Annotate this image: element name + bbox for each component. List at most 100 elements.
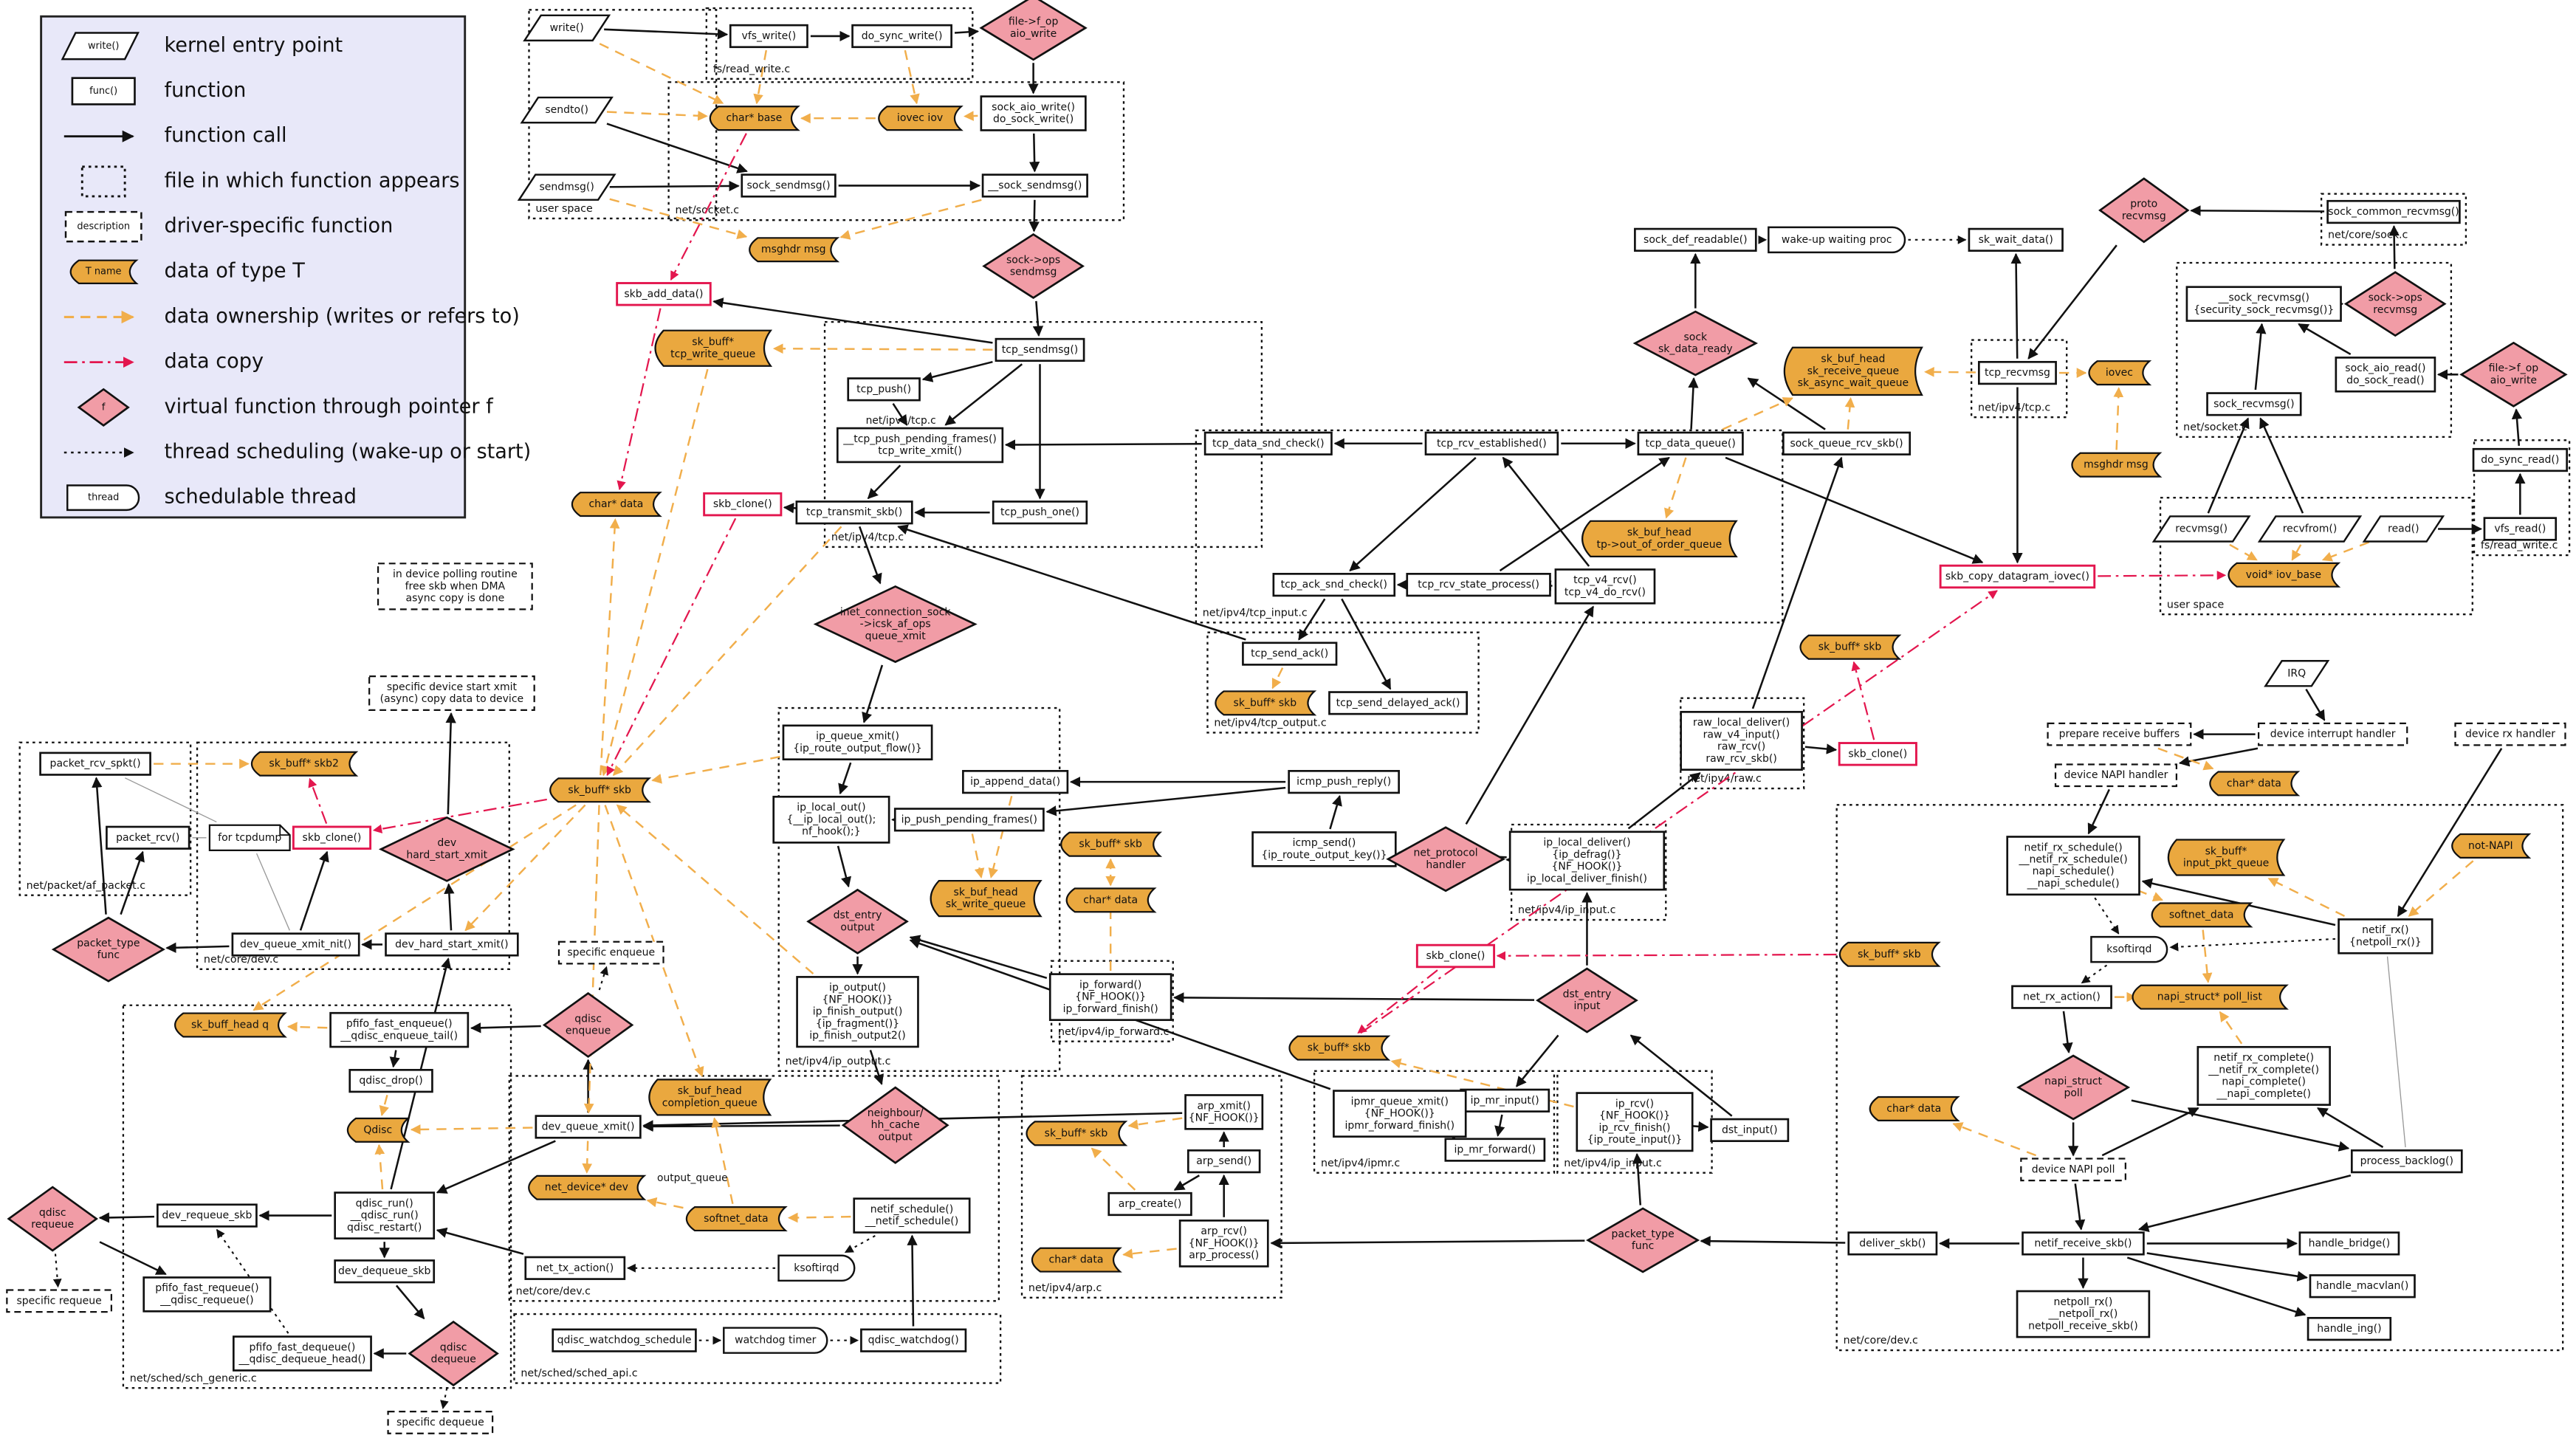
f-ip_append_data-label: ip_append_data() (970, 776, 1060, 788)
f-packet_rcv_spkt-label: packet_rcv_spkt() (50, 758, 141, 770)
edge-f-net_rx_action-d-napi_poll (2062, 1011, 2073, 1054)
edge-f-tcp_ack_snd_check-f-tcp_send_ack (1298, 598, 1326, 641)
f-tcp_send_ack-label: tcp_send_ack() (1251, 648, 1328, 660)
f-tcp_ack_snd_check: tcp_ack_snd_check() (1272, 573, 1396, 597)
edge-d-dev_hard_start-n-start_xmit (445, 712, 456, 815)
f-skb_copy_datagram_iovec: skb_copy_datagram_iovec() (1939, 564, 2096, 589)
f-sock_queue_rcv_skb-label: sock_queue_rcv_skb() (1790, 438, 1903, 450)
f-tcp_send_delayed_ack-label: tcp_send_delayed_ack() (1336, 697, 1460, 709)
edge-t-skb_big-t-completion_queue (604, 805, 704, 1078)
f-tcp_push_one-label: tcp_push_one() (1000, 506, 1079, 518)
b-sch_generic: net/sched/sch_generic.c (122, 1004, 512, 1389)
f-skb_clone_a: skb_clone() (703, 492, 783, 517)
edge-f-dev_queue_xmit_nit-f-skb_clone_b (299, 850, 329, 931)
f-arp_send-label: arp_send() (1196, 1155, 1251, 1167)
f-dev_hard_start_xmit: dev_hard_start_xmit() (385, 932, 519, 957)
edge-dr-napi_poll-t-char_data_br (1952, 1122, 2037, 1157)
b-user_space_rx: user space (2159, 497, 2473, 616)
b-net_socket_rx: net/socket.c (2176, 261, 2453, 439)
f-tcp_data_snd_check-label: tcp_data_snd_check() (1212, 438, 1325, 450)
edge-t-not_napi-f-netif_rx (2408, 860, 2474, 917)
b-ip_input_bottom-label: net/ipv4/ip_input.c (1564, 1158, 1662, 1169)
b-dev_right-label: net/core/dev.c (1844, 1335, 1918, 1347)
t-char_data_right: char* data (2209, 771, 2301, 797)
edge-d-sock_ops_sendmsg-f-tcp_sendmsg (1032, 300, 1044, 337)
f-tcp_push-label: tcp_push() (856, 383, 911, 395)
f-dev_queue_xmit_nit-label: dev_queue_xmit_nit() (240, 938, 351, 950)
edge-f-ip_local_out-d-dst_output (837, 845, 851, 888)
legend-label: kernel entry point (165, 34, 343, 57)
edge-f-ip_queue_xmit-f-ip_local_out (838, 762, 852, 795)
f-skb_clone_c-label: skb_clone() (1426, 950, 1486, 962)
n-start_xmit-label: specific device start xmit(async) copy d… (380, 681, 523, 705)
edge-t-char_base-f-skb_add_data (670, 133, 747, 281)
edge-f-dev_queue_xmit_nit-d-packet_type_left (165, 942, 230, 953)
f-skb_clone_d-label: skb_clone() (1848, 748, 1907, 760)
edge-d-neighbour-f-dev_queue_xmit (642, 1121, 840, 1132)
legend-label: function (165, 79, 247, 102)
f-ipmr_queue_xmit-label: ipmr_queue_xmit(){NF_HOOK()}ipmr_forward… (1345, 1096, 1455, 1131)
edge-f-icmp_push_reply-f-ip_push_pending_frames (1045, 786, 1286, 816)
f-pfifo_fast_dequeue-label: pfifo_fast_dequeue()__qdisc_dequeue_head… (238, 1341, 365, 1365)
edge-d-napi_poll-f-process_backlog (2131, 1099, 2350, 1152)
edge-f-netif_receive_skb-f-handle_ing (2126, 1256, 2307, 1317)
edge-f-qdisc_run-t-qdisc (374, 1143, 385, 1190)
f-__sock_sendmsg: __sock_sendmsg() (981, 173, 1088, 198)
edge-f-tcp_push_pending-f-tcp_transmit_skb (867, 464, 901, 500)
legend-item-thread: thread (66, 484, 140, 512)
f-sock_recvmsg: sock_recvmsg() (2206, 392, 2302, 416)
t-char_data_a-label: char* data (588, 498, 643, 510)
edge-t-skb_big-f-dev_hard_start_xmit (464, 804, 586, 932)
b-sched_api-label: net/sched/sched_api.c (521, 1368, 637, 1380)
f-__sock_recvmsg: __sock_recvmsg(){security_sock_recvmsg()… (2185, 286, 2342, 322)
f-sock_queue_rcv_skb: sock_queue_rcv_skb() (1782, 431, 1912, 455)
b-arp-label: net/ipv4/arp.c (1028, 1282, 1102, 1294)
f-arp_rcv-label: arp_rcv(){NF_HOOK()}arp_process() (1189, 1225, 1260, 1261)
f-netif_schedule-label: netif_schedule()__netif_schedule() (865, 1203, 958, 1227)
edge-t-skb_big-t-char_data_a (600, 517, 620, 776)
f-__sock_recvmsg-label: __sock_recvmsg(){security_sock_recvmsg()… (2194, 292, 2334, 316)
dr-dev_int-label: device interrupt handler (2270, 729, 2396, 740)
edge-f-netif_schedule-th-ksoftirqd_b (844, 1235, 876, 1253)
edge-f-dev_queue_xmit-f-qdisc_run (436, 1140, 556, 1194)
legend-icon-label: T name (85, 266, 122, 278)
b-tcp_c_rx-label: net/ipv4/tcp.c (1978, 402, 2050, 413)
f-ip_local_deliver: ip_local_deliver(){ip_defrag()}{NF_HOOK(… (1508, 830, 1666, 891)
edge-dr-dev_rx-f-netif_rx (2397, 748, 2503, 918)
b-fs_read_write_tx-label: fs/read_write.c (713, 63, 791, 75)
legend-label: data of type T (165, 260, 306, 283)
f-sock_aio_read: sock_aio_read()do_sock_read() (2335, 357, 2436, 393)
t-not_napi: not-NAPI (2451, 833, 2532, 859)
f-do_sync_read-label: do_sync_read() (2481, 454, 2559, 466)
f-tcp_data_queue: tcp_data_queue() (1637, 431, 1744, 455)
lb-output_queue: output_queue (657, 1172, 728, 1184)
edge-f-dev_dequeue_skb-d-qdisc_dequeue (395, 1284, 425, 1320)
edge-f-netif_receive_skb-f-handle_macvlan (2146, 1252, 2308, 1282)
dr-dev_int: device interrupt handler (2257, 722, 2408, 746)
b-tcp_c_tx-label: net/ipv4/tcp.c (831, 532, 904, 543)
edge-f-ip_push_pending_frames-t-sk_write_queue (971, 833, 985, 878)
legend-icon-label: f (102, 402, 106, 413)
f-ip_output-label: ip_output(){NF_HOOK()}ip_finish_output()… (809, 982, 906, 1042)
edge-f-tcp_data_queue-f-skb_copy_datagram_iovec (1725, 456, 1984, 564)
f-sock_sendmsg: sock_sendmsg() (741, 173, 837, 198)
f-ip_append_data: ip_append_data() (962, 770, 1069, 794)
e-recvmsg: recvmsg() (2151, 515, 2251, 543)
edge-dr-napi_poll-f-netif_rx_complete (2101, 1107, 2199, 1157)
b-dev_left: net/core/dev.c (196, 741, 510, 970)
b-tcp_output: net/ipv4/tcp_output.c (1206, 631, 1480, 734)
b-net_socket_rx-label: net/socket.c (2183, 422, 2247, 433)
f-dev_queue_xmit-label: dev_queue_xmit() (542, 1121, 635, 1132)
t-skb2-label: sk_buff* skb2 (269, 758, 338, 770)
edge-f-ip_mr_input-f-ip_mr_forward (1494, 1114, 1505, 1137)
edge-f-raw_local_deliver-f-skb_clone_d (1804, 743, 1838, 754)
t-skb_right-label: sk_buff* skb (1818, 642, 1882, 653)
dr-napi_handler-label: device NAPI handler (2064, 769, 2168, 781)
edge-f-tcp_data_queue-d-sock_sk_data_ready (1688, 377, 1699, 430)
